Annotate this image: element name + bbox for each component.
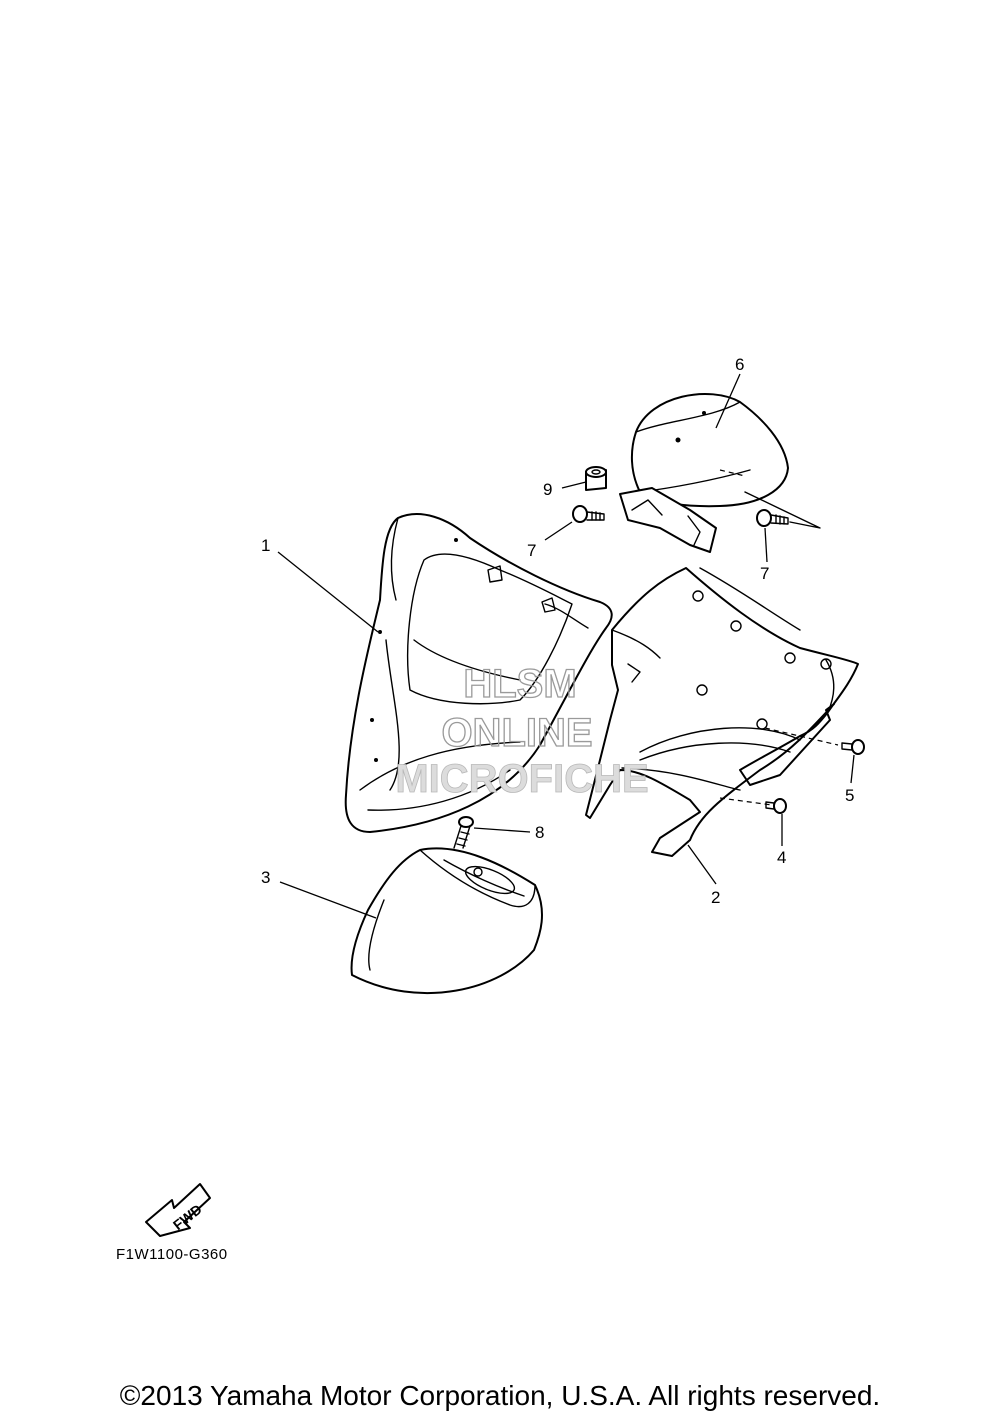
callout-3: 3 (261, 868, 270, 887)
screw-axis-lines (744, 491, 821, 529)
copyright-notice: ©2013 Yamaha Motor Corporation, U.S.A. A… (119, 1380, 881, 1411)
callout-7-right: 7 (760, 564, 769, 583)
part-4-screw[interactable] (765, 798, 787, 814)
leader-lines (277, 373, 855, 919)
diagram-code: F1W1100-G360 (116, 1246, 228, 1263)
part-8-bolt[interactable] (453, 816, 474, 849)
callout-4: 4 (777, 848, 786, 867)
callout-6: 6 (735, 355, 744, 374)
fwd-arrow-icon: FWD (145, 1183, 211, 1237)
part-2-inner-panel[interactable] (585, 567, 859, 857)
callout-5: 5 (845, 786, 854, 805)
part-6-upper-cover[interactable] (619, 393, 789, 553)
callout-8: 8 (535, 823, 544, 842)
part-7-screw-right[interactable] (756, 509, 789, 527)
part-9-grommet[interactable] (585, 466, 607, 491)
part-1-front-cover[interactable] (344, 513, 613, 833)
watermark-line-1: HLSM (463, 662, 576, 706)
part-3-front-fender[interactable] (350, 847, 543, 994)
watermark: HLSM ONLINE MICROFICHE (395, 661, 649, 801)
callout-2: 2 (711, 888, 720, 907)
callout-1: 1 (261, 536, 270, 555)
part-5-screw[interactable] (841, 739, 865, 755)
watermark-line-2: ONLINE (441, 711, 592, 755)
watermark-line-3: MICROFICHE (395, 757, 648, 801)
callout-numbers: 1 2 3 4 5 6 7 7 8 9 (261, 355, 854, 907)
callout-7-left: 7 (527, 541, 536, 560)
callout-9: 9 (543, 480, 552, 499)
part-7-screw-left[interactable] (572, 505, 605, 523)
